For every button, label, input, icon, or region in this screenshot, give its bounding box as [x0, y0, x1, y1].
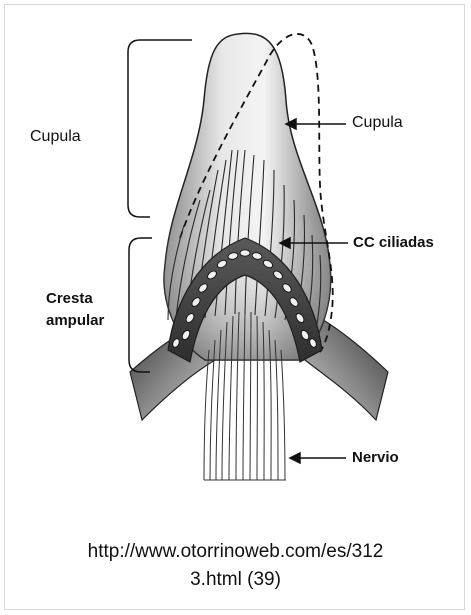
- source-caption: http://www.otorrinoweb.com/es/312 3.html…: [40, 538, 431, 594]
- label-cupula-right: Cupula: [352, 114, 403, 132]
- label-cresta: Cresta: [46, 290, 93, 307]
- caption-line-1: http://www.otorrinoweb.com/es/312: [40, 538, 431, 566]
- label-ampular: ampular: [46, 312, 104, 329]
- label-cupula-left: Cupula: [30, 128, 81, 146]
- label-nervio: Nervio: [352, 449, 399, 466]
- caption-line-2: 3.html (39): [40, 566, 431, 594]
- label-cc-ciliadas: CC ciliadas: [353, 234, 434, 251]
- cresta-bracket: [129, 238, 152, 372]
